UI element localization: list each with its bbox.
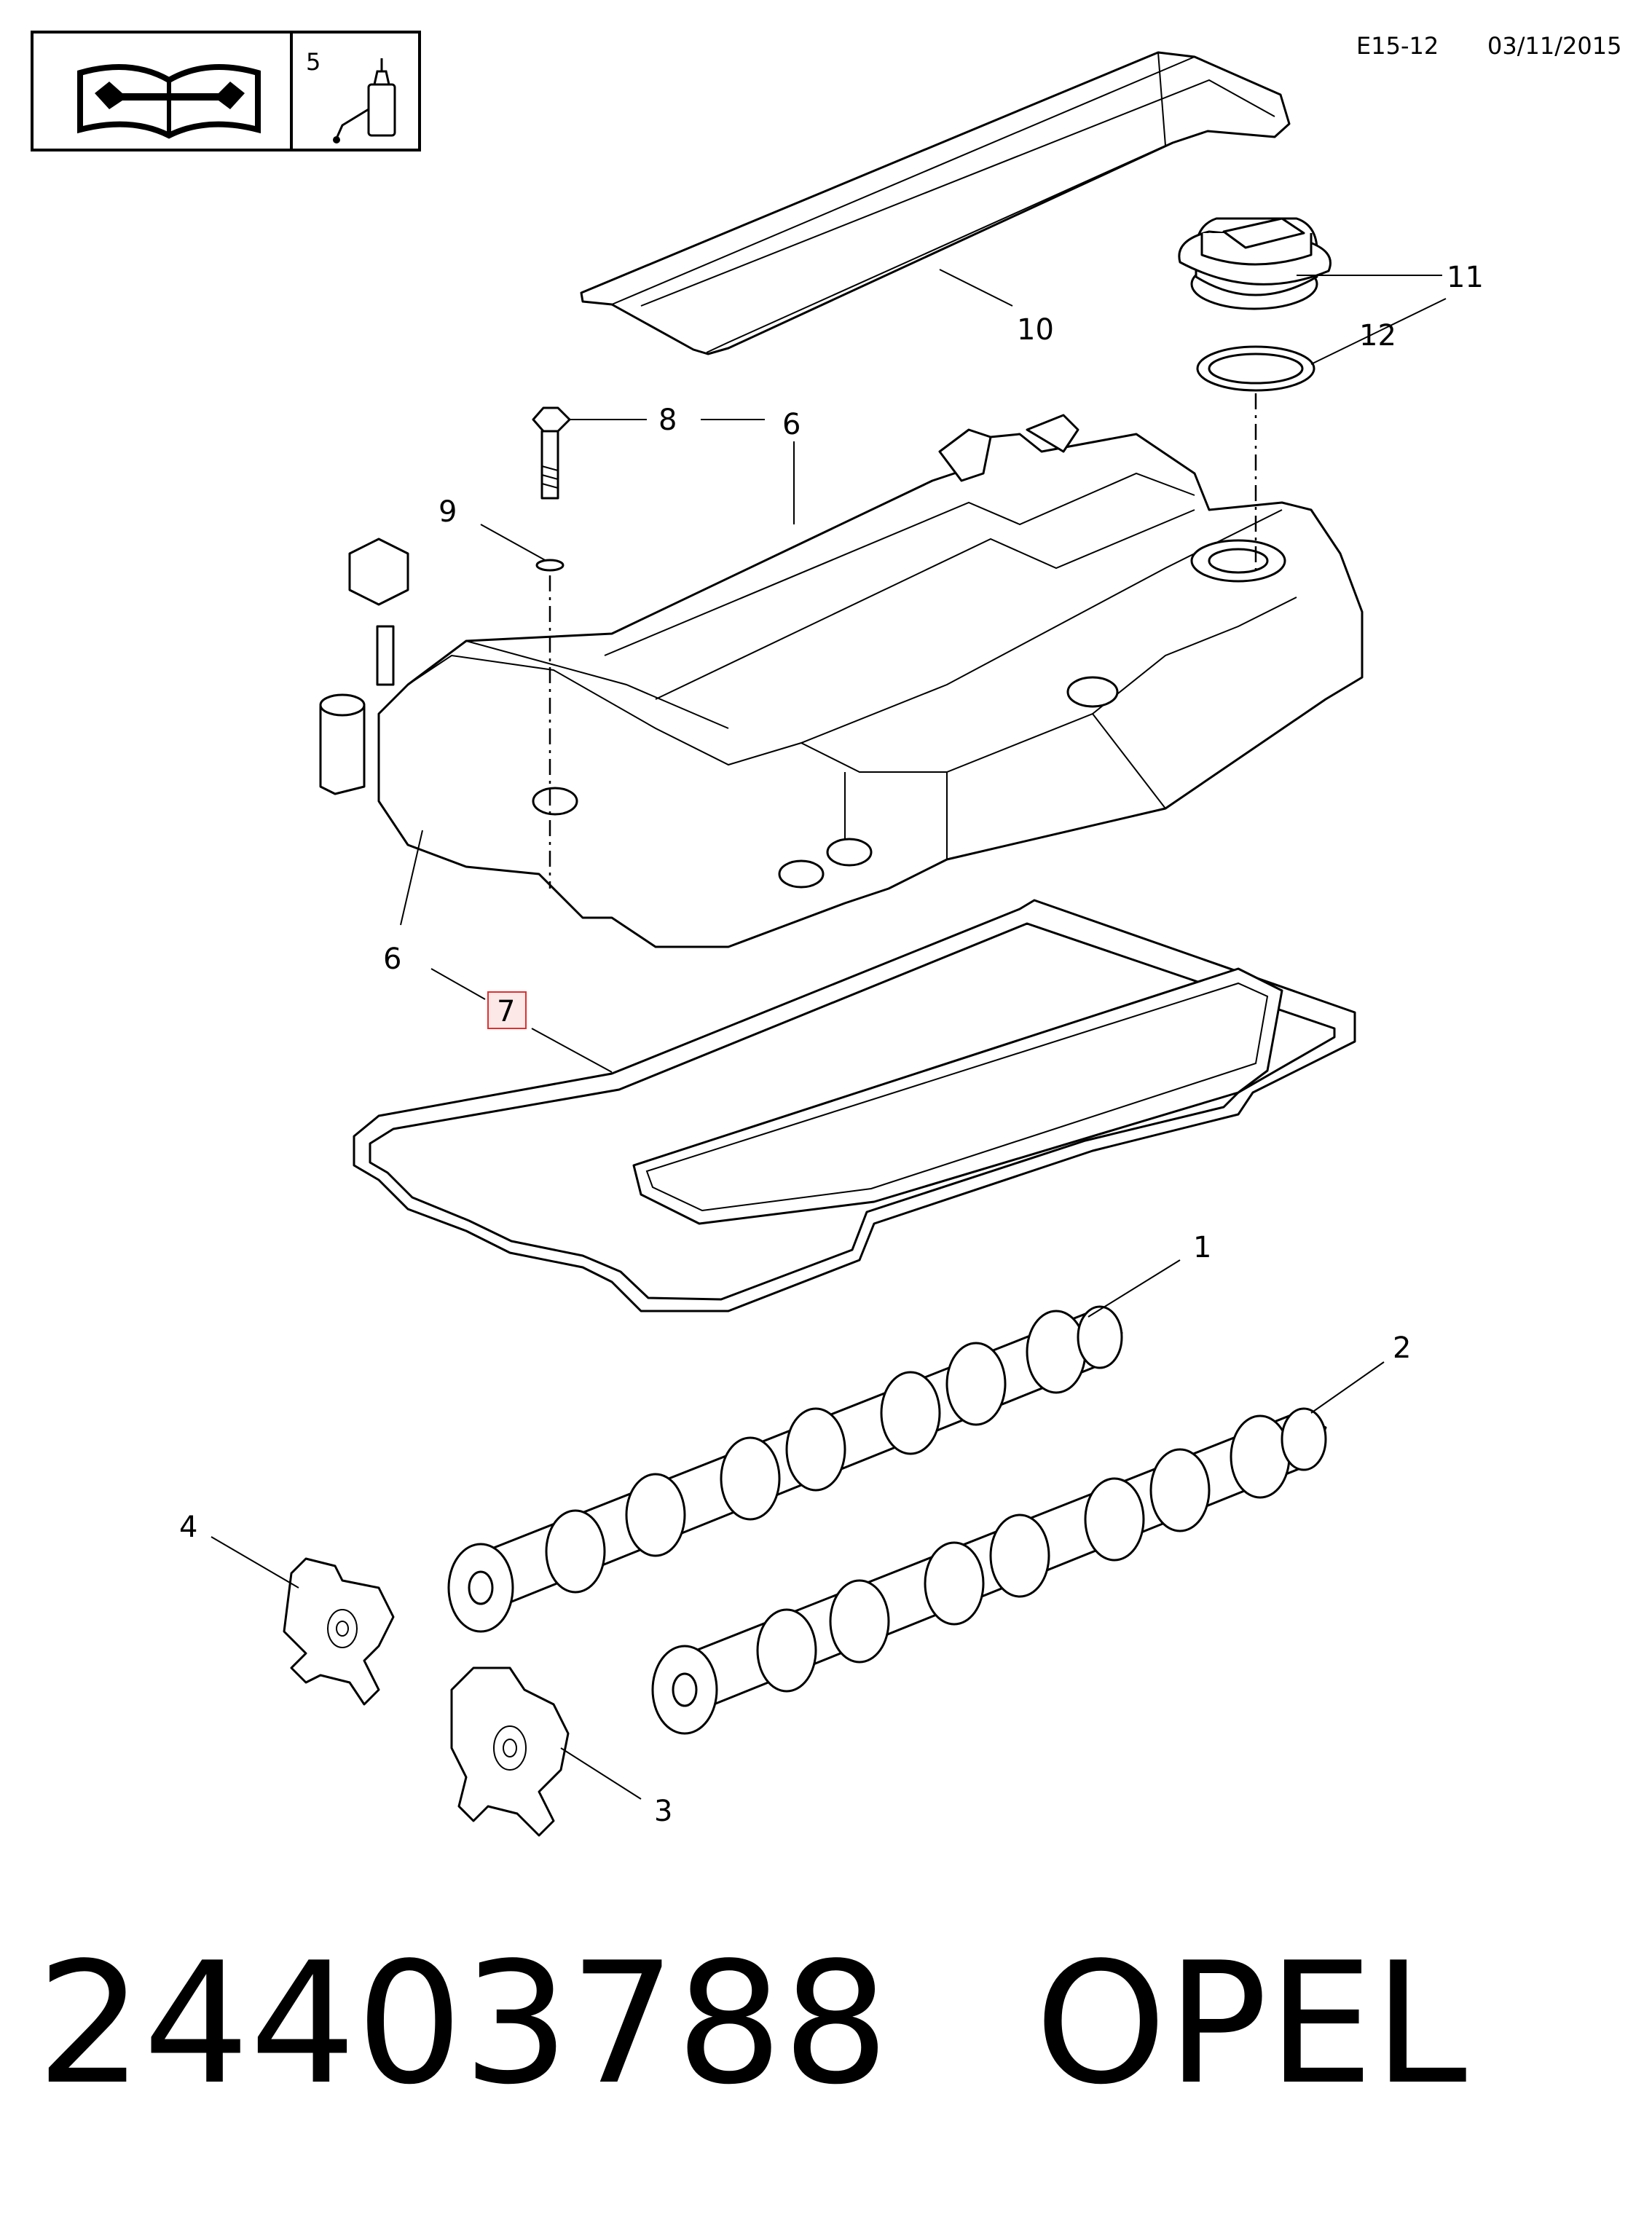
- callout-9: 9: [438, 495, 457, 529]
- callout-10: 10: [1017, 313, 1054, 347]
- engine-cover-trim: [580, 51, 1291, 355]
- callout-6-upper: 6: [782, 408, 801, 441]
- callout-11: 11: [1447, 261, 1484, 294]
- oil-filler-cap: [1178, 217, 1332, 392]
- callout-1: 1: [1193, 1231, 1211, 1264]
- callout-4: 4: [179, 1511, 197, 1544]
- camshaft-cover: [319, 414, 1364, 948]
- diagram-code: E15-12: [1356, 32, 1439, 60]
- brand-name: OPEL: [1034, 1927, 1467, 2122]
- part-number: 24403788: [36, 1927, 889, 2122]
- callout-12: 12: [1359, 319, 1396, 353]
- callout-2: 2: [1393, 1331, 1411, 1365]
- cover-bolt: [532, 406, 571, 572]
- workshop-manual-icon: [77, 64, 261, 139]
- callout-3: 3: [654, 1795, 672, 1828]
- callout-7-highlight: 7: [487, 991, 527, 1029]
- diagram-date: 03/11/2015: [1487, 32, 1621, 60]
- cam-cover-gasket: [353, 899, 1356, 1312]
- intake-reluctor-wheel: [283, 1557, 395, 1706]
- intake-camshaft: [447, 1305, 1123, 1633]
- note-number: 5: [306, 48, 320, 76]
- info-box: 5: [31, 31, 421, 151]
- callout-7: 7: [497, 995, 515, 1028]
- exhaust-reluctor-wheel: [450, 1666, 570, 1837]
- sealant-bottle-icon: [333, 58, 396, 143]
- exhaust-camshaft: [651, 1407, 1327, 1735]
- callout-8: 8: [658, 404, 677, 437]
- callout-6-lower: 6: [383, 942, 401, 976]
